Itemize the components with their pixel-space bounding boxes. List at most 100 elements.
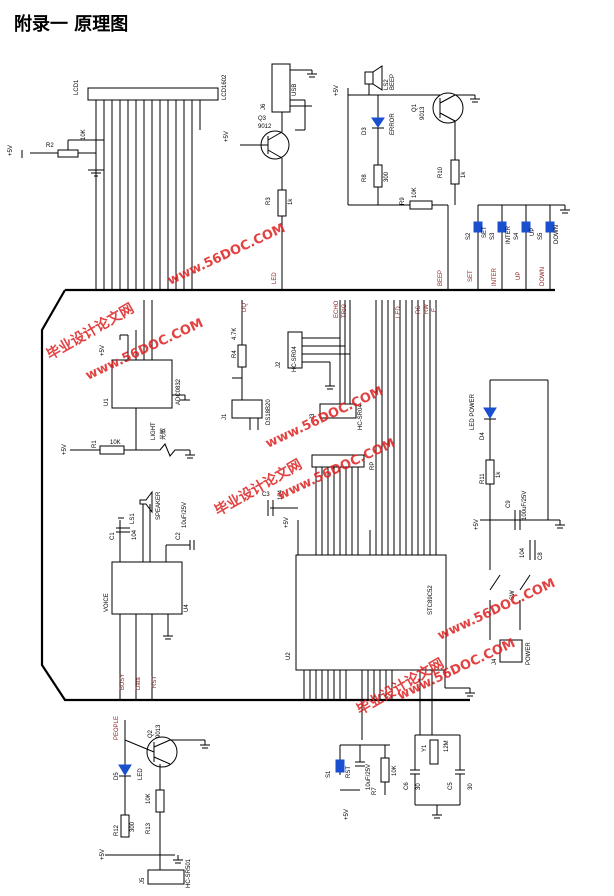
r2-value: 10K — [81, 129, 87, 140]
beep-label: BEEP — [390, 74, 396, 90]
c8-ref: C8 — [538, 552, 544, 560]
watermark-url-3: www.56DOC.COM — [263, 384, 385, 452]
u1-ref: U1 — [104, 398, 110, 406]
y1-value: 12M — [444, 740, 450, 752]
lcd-conn-label: LCD1602 — [222, 74, 228, 100]
light-sensor — [150, 443, 190, 457]
vcc-label-3: +5V — [334, 85, 340, 96]
j6-ref: J6 — [261, 103, 267, 110]
ls1-ref: LS1 — [130, 513, 136, 524]
j4-ref: J4 — [492, 658, 498, 665]
power-led-d4 — [483, 407, 497, 419]
r3-resistor — [277, 189, 287, 217]
mcu-bottom-pins — [303, 670, 470, 740]
vcc-label-1: +5V — [8, 145, 14, 156]
r12-value: 300 — [130, 821, 136, 832]
r8-resistor — [373, 164, 383, 188]
error-label: ERROR — [390, 113, 396, 135]
led-d5 — [118, 764, 132, 776]
s3-ref: S3 — [490, 232, 496, 240]
ds18b20-label: DS18B20 — [266, 399, 272, 425]
r10-ref: R10 — [438, 166, 444, 178]
hcsr501-label: HC-SR501 — [186, 858, 192, 888]
r1-resistor — [99, 445, 125, 455]
power-switch — [489, 574, 531, 640]
r13-value: 10K — [146, 793, 152, 804]
mcu-name: STC89C52 — [428, 585, 434, 615]
net-led: LED — [272, 272, 278, 284]
net-up: UP — [516, 272, 522, 280]
net-set: SET — [468, 270, 474, 282]
power-jack-j4 — [499, 639, 523, 663]
j3-ref: J3 — [310, 413, 316, 420]
r4-resistor — [237, 344, 247, 368]
q1-transistor — [432, 92, 464, 124]
q3-value: 9012 — [258, 124, 272, 130]
r3-ref: R3 — [266, 197, 272, 205]
lcd-pins — [95, 100, 201, 290]
led-label: LED — [138, 768, 144, 780]
s5-ref: S5 — [538, 232, 544, 240]
j5-ref: J5 — [140, 877, 146, 884]
r12-ref: R12 — [114, 824, 120, 836]
q1-value: 9013 — [420, 106, 426, 120]
mcu-top-pins — [369, 300, 437, 555]
net-rs: RS — [416, 306, 422, 314]
u4-ref: U4 — [184, 604, 190, 612]
net-trig: TRIG — [342, 303, 348, 318]
ls2-ref: LS2 — [384, 79, 390, 90]
j2-ref: J2 — [276, 361, 282, 368]
speaker-label: SPEAKER — [156, 491, 162, 520]
sw-set-label: SET — [482, 226, 488, 238]
sw-inter-label: INTER — [506, 225, 512, 244]
net-down: DOWN — [540, 267, 546, 286]
sw-down-label: DOWN — [554, 225, 560, 244]
r7-value: 10K — [392, 765, 398, 776]
mcu-stc89c52 — [295, 554, 447, 671]
pir-connector-j5 — [147, 869, 185, 885]
q1-ref: Q1 — [412, 103, 418, 112]
net-e: E — [432, 308, 438, 312]
hc-sr04-j3 — [319, 403, 357, 419]
r7-ref: R7 — [372, 787, 378, 795]
net-echo: ECHO — [334, 300, 340, 318]
vcc-label-6: +5V — [284, 517, 290, 528]
vcc-label-4: +5V — [100, 345, 106, 356]
c3-value: 104 — [278, 489, 284, 500]
r4-value: 4.7K — [232, 328, 238, 340]
usb-connector — [271, 63, 291, 113]
c1-ref: C1 — [110, 532, 116, 540]
vcc-label-8: +5V — [100, 849, 106, 860]
adc-label: ADC0832 — [176, 378, 182, 405]
r1-ref: R1 — [92, 440, 98, 448]
light-sensor-cn: 光敏 — [159, 428, 167, 440]
power-label: POWER — [526, 642, 532, 665]
c5-value: 30 — [468, 783, 474, 790]
led-power-label: LED POWER — [470, 393, 476, 430]
d5-ref: D5 — [114, 772, 120, 780]
r1-value: 10K — [110, 440, 121, 446]
crystal-y1 — [429, 739, 439, 765]
r13-resistor — [155, 789, 165, 813]
watermark-url-5: www.56DOC.COM — [435, 576, 557, 644]
r12-resistor — [120, 814, 130, 838]
net-busy: BUSY — [120, 674, 126, 690]
q2-ref: Q2 — [148, 729, 154, 738]
c1-value: 104 — [132, 529, 138, 540]
c2-value: 10uF/25V — [182, 502, 188, 528]
c8-value: 104 — [520, 547, 526, 558]
header-lines — [315, 467, 359, 555]
net-inter: INTER — [492, 267, 498, 286]
s2-ref: S2 — [466, 232, 472, 240]
r9-ref: R9 — [400, 197, 406, 205]
ground-symbol — [88, 169, 104, 177]
r3-value: 1k — [288, 198, 294, 205]
bus-outline — [40, 288, 555, 702]
r11-value: 1k — [496, 471, 502, 478]
net-rw: RW — [424, 304, 430, 314]
r4-ref: R4 — [232, 350, 238, 358]
rst-label: RST — [346, 766, 352, 778]
q3-ref: Q3 — [258, 116, 267, 122]
net-rst: RST — [152, 676, 158, 688]
